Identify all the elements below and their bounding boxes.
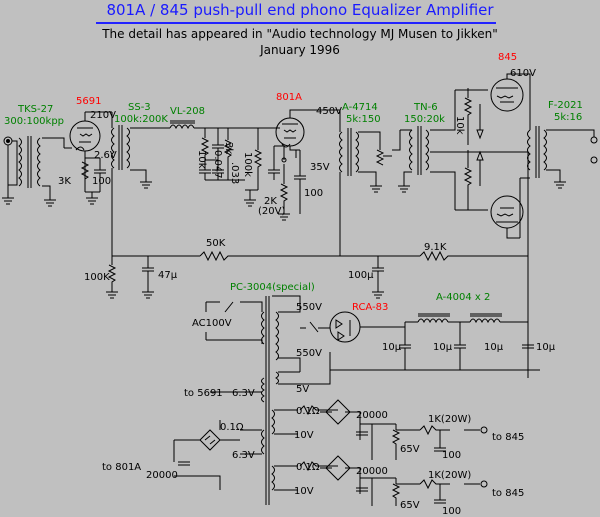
label-100-c: 100 — [442, 450, 461, 461]
label-65v-a: 65V — [400, 444, 420, 455]
label-550v-a: 550V — [296, 302, 322, 313]
label-65v-b: 65V — [400, 500, 420, 511]
label-0-1-a: 0.1Ω — [220, 422, 244, 433]
label-845: 845 — [498, 52, 517, 63]
label-5691: 5691 — [76, 96, 101, 107]
label-20000-a: 20000 — [146, 470, 178, 481]
label-tks27-ratio: 300:100kpp — [4, 116, 64, 127]
label-0-1-c: 0.1Ω — [296, 462, 320, 473]
transformer-tks27 — [8, 136, 65, 207]
tube-845-lower — [490, 195, 524, 239]
label-1k-a: 1K(20W) — [428, 414, 471, 425]
label-tks27: TKS-27 — [17, 104, 53, 115]
label-10v-b: 10V — [294, 486, 314, 497]
label-10k: 10k — [196, 150, 207, 169]
label-50k: 50K — [206, 238, 226, 249]
tube-rca83 — [329, 311, 405, 343]
heater-supply-845-a — [271, 399, 488, 460]
b-plus-rail — [106, 250, 529, 378]
label-210v: 210V — [90, 110, 116, 121]
label-100u: 100µ — [348, 270, 374, 281]
label-ss3: SS-3 — [128, 102, 151, 113]
tube-845-upper — [490, 73, 524, 112]
label-9-1k: 9.1K — [424, 242, 447, 253]
label-100-d: 100 — [442, 506, 461, 517]
label-0-1-b: 0.1Ω — [296, 406, 320, 417]
label-20000-c: 20000 — [356, 466, 388, 477]
transformer-tn6 — [392, 90, 456, 210]
label-ac100v: AC100V — [192, 318, 232, 329]
transformer-f2021 — [520, 126, 598, 256]
label-ss3-ratio: 100k:200K — [114, 114, 168, 125]
power-transformer-pc3004 — [205, 295, 331, 505]
heater-supply-801a — [173, 420, 265, 490]
label-47u: 47µ — [158, 270, 178, 281]
label-100k-b: 100K — [84, 272, 110, 283]
label-a4714-ratio: 5k:150 — [346, 114, 381, 125]
tube-5691 — [64, 111, 112, 205]
label-10u-b: 10µ — [433, 342, 453, 353]
label-10u-a: 10µ — [382, 342, 402, 353]
label-20v: (20V) — [258, 206, 285, 217]
tube-801a — [268, 109, 341, 221]
transformer-a4714 — [339, 128, 392, 256]
label-610v: 610V — [510, 68, 536, 79]
diagram-title: 801A / 845 push-pull end phono Equalizer… — [106, 1, 494, 19]
label-801a: 801A — [276, 92, 302, 103]
label-a4714: A-4714 — [342, 102, 378, 113]
inductor-vl208 — [150, 120, 272, 130]
label-5v: 5V — [296, 384, 309, 395]
label-1k-b: 1K(20W) — [428, 470, 471, 481]
label-tn6: TN-6 — [413, 102, 438, 113]
heater-supply-845-b — [271, 455, 488, 506]
label-100-a: 100 — [92, 176, 111, 187]
choke-filter-a4004 — [330, 313, 540, 378]
input-jack — [2, 136, 14, 205]
label-vl208: VL-208 — [170, 106, 205, 117]
label-10k-b: 10k — [454, 116, 465, 135]
label-550v-b: 550V — [296, 348, 322, 359]
label-rca83: RCA-83 — [352, 302, 388, 313]
label-0-047: 0.047 — [212, 150, 223, 179]
label-2k: 2K — [264, 196, 277, 207]
label-450v: 450V — [316, 106, 342, 117]
output-bias-network — [455, 73, 531, 238]
label-10u-d: 10µ — [536, 342, 556, 353]
label-6-3v-b: 6.3V — [232, 450, 255, 461]
title-underline — [96, 22, 496, 24]
label-6-3v-a: 6.3V — [232, 388, 255, 399]
label-2-6v: 2.6V — [94, 150, 117, 161]
transformer-ss3 — [111, 112, 152, 256]
label-to-845-a: to 845 — [492, 432, 524, 443]
label-3k-b: 3k — [223, 142, 234, 154]
label-tn6-ratio: 150:20k — [404, 114, 445, 125]
label-100k-a: 100k — [242, 152, 253, 177]
label-10u-c: 10µ — [484, 342, 504, 353]
label-3k-a: 3K — [58, 176, 71, 187]
label-f2021: F-2021 — [548, 100, 583, 111]
label-pc3004: PC-3004(special) — [230, 282, 315, 293]
label-20000-b: 20000 — [356, 410, 388, 421]
eq-network — [199, 127, 263, 207]
diagram-date: January 1996 — [260, 43, 340, 57]
label-to-5691: to 5691 — [184, 388, 223, 399]
label-100-b: 100 — [304, 188, 323, 199]
label-a4004: A-4004 x 2 — [436, 292, 490, 303]
label-to-801a: to 801A — [102, 462, 141, 473]
label-f2021-ratio: 5k:16 — [554, 112, 582, 123]
label-033: .033 — [229, 162, 240, 184]
label-to-845-b: to 845 — [492, 488, 524, 499]
label-10v-a: 10V — [294, 430, 314, 441]
diagram-subtitle: The detail has appeared in "Audio techno… — [102, 27, 498, 41]
label-35v: 35V — [310, 162, 330, 173]
